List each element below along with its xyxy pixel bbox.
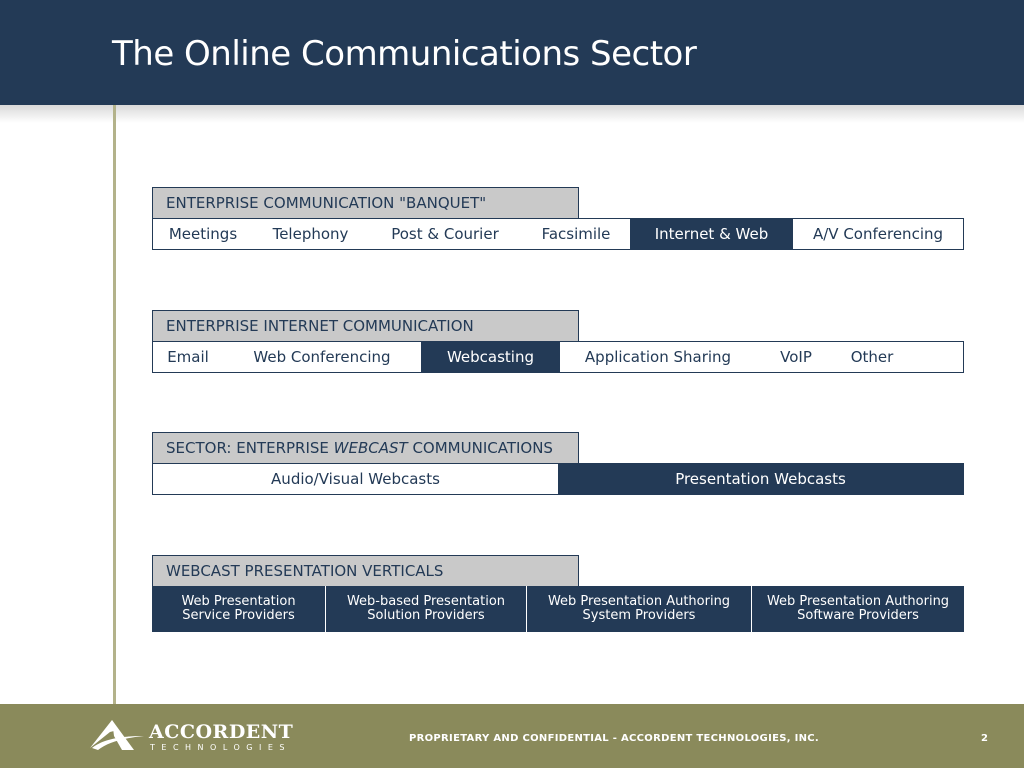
section-label: WEBCAST PRESENTATION VERTICALS xyxy=(152,555,579,586)
vertical-line1: Web Presentation Authoring xyxy=(547,594,731,609)
vertical-line2: Solution Providers xyxy=(367,608,485,623)
section-label: ENTERPRISE COMMUNICATION "BANQUET" xyxy=(152,187,579,218)
section-label-suffix: COMMUNICATIONS xyxy=(407,439,553,457)
category-av-webcasts: Audio/Visual Webcasts xyxy=(271,470,440,488)
footer-bar xyxy=(0,704,1024,768)
category-row: Meetings Telephony Post & Courier Facsim… xyxy=(152,218,964,250)
vertical-line1: Web-based Presentation xyxy=(346,594,506,609)
section-label-prefix: SECTOR: ENTERPRISE xyxy=(166,439,334,457)
category-row: Email Web Conferencing Webcasting Applic… xyxy=(152,341,964,373)
category-voip: VoIP xyxy=(780,348,812,366)
section-internet-communication: ENTERPRISE INTERNET COMMUNICATION Email … xyxy=(152,310,964,373)
category-web-conferencing: Web Conferencing xyxy=(253,348,391,366)
slide-title: The Online Communications Sector xyxy=(112,34,697,74)
category-internet-web: Internet & Web xyxy=(630,219,793,249)
category-meetings: Meetings xyxy=(168,225,238,243)
category-email: Email xyxy=(167,348,209,366)
title-bar: The Online Communications Sector xyxy=(0,0,1024,105)
section-presentation-verticals: WEBCAST PRESENTATION VERTICALS Web Prese… xyxy=(152,555,964,632)
category-telephony: Telephony xyxy=(272,225,349,243)
vertical-line2: Software Providers xyxy=(797,608,919,623)
vertical-line1: Web Presentation xyxy=(181,594,296,609)
vertical-line2: Service Providers xyxy=(182,608,295,623)
vertical-line1: Web Presentation Authoring xyxy=(766,594,950,609)
category-application-sharing: Application Sharing xyxy=(584,348,732,366)
section-communication-banquet: ENTERPRISE COMMUNICATION "BANQUET" Meeti… xyxy=(152,187,964,250)
section-webcast-communications: SECTOR: ENTERPRISE WEBCAST COMMUNICATION… xyxy=(152,432,964,495)
accordent-logo-icon xyxy=(90,720,144,750)
left-accent-line xyxy=(113,105,116,705)
logo-wordmark: ACCORDENT xyxy=(149,721,294,743)
category-av-conferencing: A/V Conferencing xyxy=(812,225,944,243)
section-label-emphasis: WEBCAST xyxy=(333,439,408,457)
section-label: SECTOR: ENTERPRISE WEBCAST COMMUNICATION… xyxy=(152,432,579,463)
section-label: ENTERPRISE INTERNET COMMUNICATION xyxy=(152,310,579,341)
confidentiality-notice: PROPRIETARY AND CONFIDENTIAL - ACCORDENT… xyxy=(409,733,820,744)
category-presentation-webcasts: Presentation Webcasts xyxy=(558,464,963,494)
vertical-line2: System Providers xyxy=(582,608,696,623)
category-facsimile: Facsimile xyxy=(541,225,611,243)
category-post-courier: Post & Courier xyxy=(391,225,499,243)
category-row: Audio/Visual Webcasts Presentation Webca… xyxy=(152,463,964,495)
category-other: Other xyxy=(850,348,894,366)
logo-subtitle: TECHNOLOGIES xyxy=(150,743,291,752)
title-shadow xyxy=(0,105,1024,123)
category-webcasting: Webcasting xyxy=(421,342,560,372)
page-number: 2 xyxy=(981,733,988,744)
